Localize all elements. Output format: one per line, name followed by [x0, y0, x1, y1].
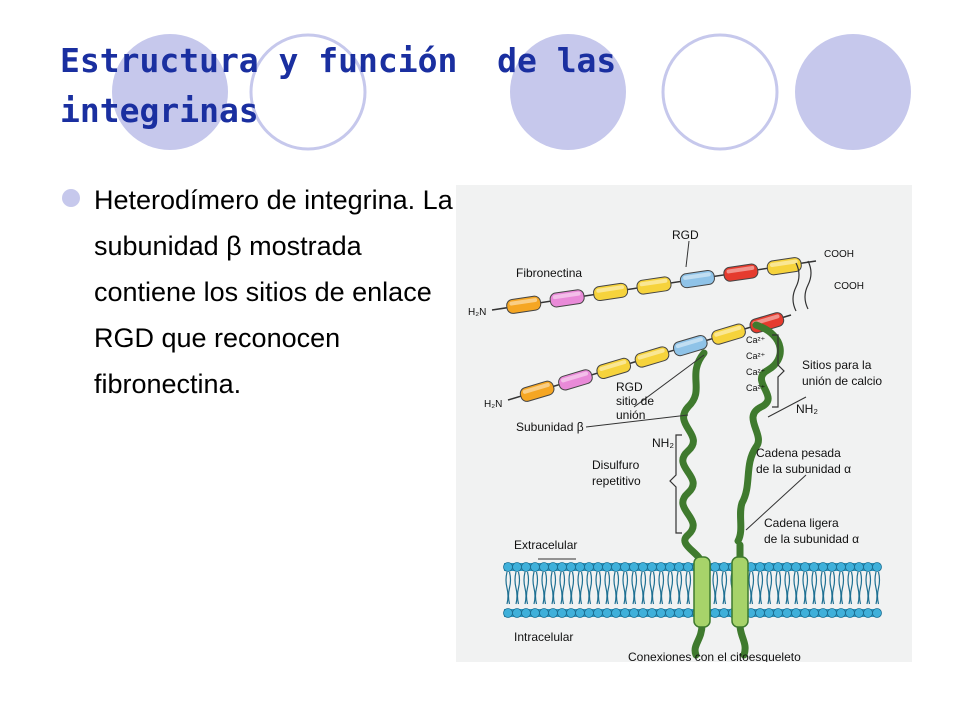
decor-circle-filled-2	[510, 34, 626, 150]
label-ca-1: Ca²⁺	[746, 335, 766, 345]
decor-circle-filled-1	[112, 34, 228, 150]
leader-lines	[538, 240, 807, 560]
label-nh2-left: NH₂	[652, 436, 674, 450]
label-sitios-calcio-1: Sitios para la	[802, 358, 872, 372]
label-conexiones: Conexiones con el citoesqueleto	[628, 650, 801, 662]
slide-title: Estructura y función de las integrinas	[60, 41, 617, 130]
label-cadena-ligera-2: de la subunidad α	[764, 532, 859, 546]
decorative-circles	[112, 33, 911, 151]
label-ca-3: Ca²⁺	[746, 367, 766, 377]
decor-circle-outline-1	[249, 33, 367, 151]
label-rgd-top: RGD	[672, 228, 699, 242]
bullet-dot	[62, 189, 80, 207]
label-subunidad-beta: Subunidad β	[516, 420, 584, 434]
label-rgd-site-3: unión	[616, 408, 645, 422]
integrin-figure: RGD Fibronectina COOH COOH H₂N H₂N Ca²⁺ …	[456, 185, 912, 662]
label-cadena-ligera-1: Cadena ligera	[764, 516, 839, 530]
label-sitios-calcio-2: unión de calcio	[802, 374, 882, 388]
fibronectin-upper	[491, 257, 817, 314]
bullet-text: Heterodímero de integrina. La subunidad …	[94, 185, 453, 399]
label-ca-4: Ca²⁺	[746, 383, 766, 393]
fibronectin-lower	[507, 312, 792, 402]
label-ca-2: Ca²⁺	[746, 351, 766, 361]
label-rgd-site-1: RGD	[616, 380, 643, 394]
decor-circle-filled-3	[795, 34, 911, 150]
label-cadena-pesada-1: Cadena pesada	[756, 446, 841, 460]
label-disulfuro-2: repetitivo	[592, 474, 641, 488]
integrin-diagram: RGD Fibronectina COOH COOH H₂N H₂N Ca²⁺ …	[468, 228, 882, 662]
label-cadena-pesada-2: de la subunidad α	[756, 462, 851, 476]
decor-circle-outline-2	[661, 33, 779, 151]
label-h2n-2: H₂N	[484, 399, 502, 410]
label-cooh-1: COOH	[824, 249, 854, 260]
membrane	[503, 562, 882, 618]
label-h2n-1: H₂N	[468, 307, 486, 318]
label-fibronectina: Fibronectina	[516, 266, 582, 280]
label-extracelular: Extracelular	[514, 538, 577, 552]
label-disulfuro-1: Disulfuro	[592, 458, 640, 472]
alpha-heavy-chain	[734, 321, 784, 545]
label-nh2-right: NH₂	[796, 402, 818, 416]
label-cooh-2: COOH	[834, 281, 864, 292]
disulfide-bracket	[669, 434, 682, 534]
label-intracelular: Intracelular	[514, 630, 573, 644]
calcium-bracket	[772, 334, 785, 408]
disulfide-links	[792, 260, 812, 312]
transmembrane-segments	[693, 556, 749, 628]
label-rgd-site-2: sitio de	[616, 394, 654, 408]
